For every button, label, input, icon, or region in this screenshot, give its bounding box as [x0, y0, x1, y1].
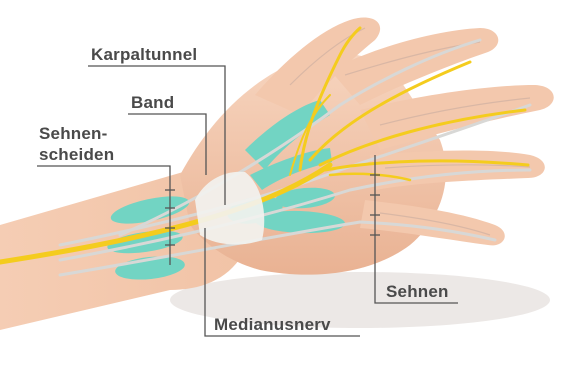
label-karpaltunnel: Karpaltunnel — [91, 45, 197, 64]
label-sehnenscheiden-line2: scheiden — [39, 145, 114, 164]
label-medianusnerv: Medianusnerv — [214, 315, 331, 334]
label-sehnen: Sehnen — [386, 282, 449, 301]
label-sehnenscheiden-line1: Sehnen- — [39, 124, 107, 143]
label-band: Band — [131, 93, 174, 112]
